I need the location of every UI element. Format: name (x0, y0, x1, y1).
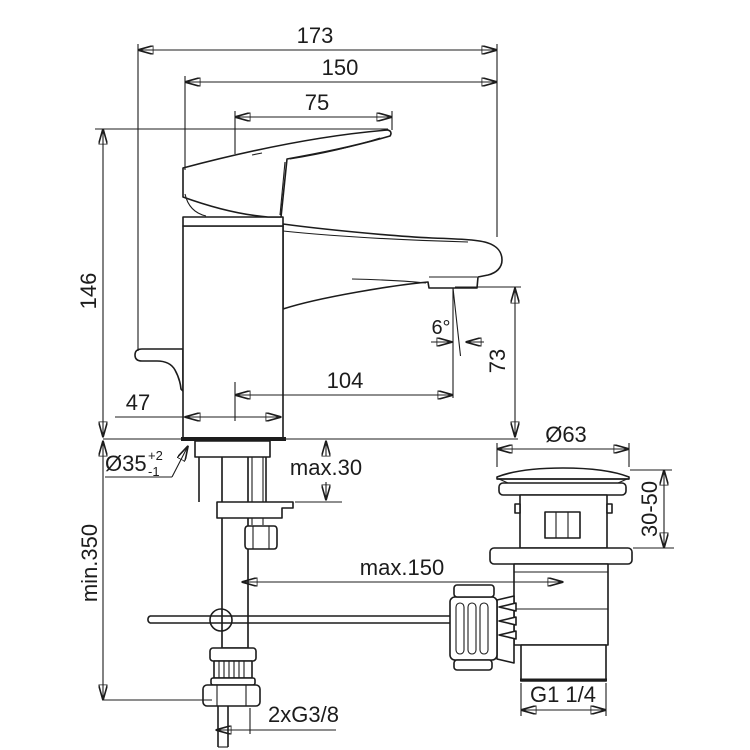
dim-waste-thread-g114: G1 1/4 (520, 682, 607, 716)
dim-deck-max-30: max.30 (290, 441, 362, 503)
dim-label-max150: max.150 (360, 555, 444, 580)
faucet (134, 129, 503, 502)
spout (282, 223, 503, 310)
rod-coupling-nut (449, 596, 498, 661)
dim-label-6deg: 6° (431, 317, 450, 339)
dim-label-dia35-minus: -1 (148, 464, 160, 479)
faucet-body (182, 225, 284, 439)
dim-label-150: 150 (322, 55, 359, 80)
dim-label-30-50: 30-50 (637, 481, 662, 537)
dimensions: 173 150 75 146 min.350 47 (76, 23, 674, 734)
dim-label-73: 73 (485, 349, 510, 373)
dim-spout-reach-104: 104 (234, 368, 453, 421)
dim-handle-width-75: 75 (234, 90, 393, 154)
dim-label-dia35-plus: +2 (148, 448, 163, 463)
dim-spout-angle-6deg: 6° (431, 287, 484, 398)
waste-stem (519, 494, 608, 549)
dim-waste-range-30-50: 30-50 (630, 469, 674, 549)
dim-hole-dia-35: Ø35 +2 -1 (105, 446, 188, 479)
dim-label-dia35: Ø35 (105, 451, 147, 476)
dim-label-75: 75 (305, 90, 329, 115)
waste-body (513, 563, 609, 646)
dim-supply-thread-g38: 2xG3/8 (216, 702, 339, 734)
mounting-plate (216, 501, 294, 519)
waste-outlet (520, 644, 607, 682)
drain-assembly (449, 467, 633, 682)
dim-waste-dia-63: Ø63 (496, 422, 630, 467)
waste-plug-cap (496, 467, 630, 480)
dim-base-width-47: 47 (115, 390, 281, 417)
rod-clamp (209, 608, 233, 632)
g38-nut (202, 684, 261, 707)
waste-window (544, 511, 581, 539)
shank-flange (194, 440, 271, 458)
dim-label-g114: G1 1/4 (530, 682, 596, 707)
hose-connector (202, 647, 261, 748)
dim-label-146: 146 (76, 273, 101, 310)
hose-hook (134, 348, 184, 392)
dim-label-max30: max.30 (290, 455, 362, 480)
dim-label-dia63: Ø63 (545, 422, 587, 447)
dim-hose-min-350: min.350 (77, 441, 212, 701)
dim-height-146: 146 (76, 128, 388, 437)
dim-label-104: 104 (327, 368, 364, 393)
dim-label-173: 173 (297, 23, 334, 48)
waste-flange (489, 547, 633, 565)
mounting-nut (244, 525, 278, 550)
dim-spout-width-150: 150 (184, 55, 497, 170)
dim-spout-height-73: 73 (455, 286, 521, 437)
dim-label-min350: min.350 (77, 524, 102, 602)
handle-lever (182, 129, 392, 218)
dim-label-2xg38: 2xG3/8 (268, 702, 339, 727)
pop-up-rod (147, 608, 452, 632)
dim-label-47: 47 (126, 390, 150, 415)
cartridge-ring (182, 216, 284, 227)
mounting-hardware (216, 501, 294, 550)
dim-total-width-173: 173 (137, 23, 498, 351)
dim-rod-max-150: max.150 (242, 555, 563, 582)
